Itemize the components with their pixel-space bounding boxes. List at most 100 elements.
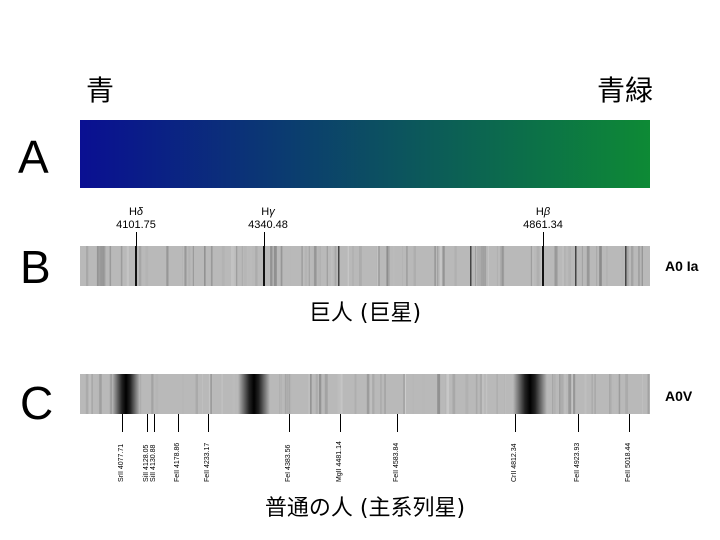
- faint-absorption-line: [482, 374, 484, 414]
- faint-absorption-line: [279, 374, 282, 414]
- faint-absorption-line: [91, 374, 93, 414]
- faint-absorption-line: [618, 374, 621, 414]
- line-id-tick: [397, 414, 398, 432]
- faint-absorption-line: [554, 246, 557, 286]
- faint-absorption-line: [568, 374, 571, 414]
- faint-absorption-line: [496, 374, 498, 414]
- faint-absorption-line: [359, 246, 362, 286]
- faint-absorption-line: [88, 374, 92, 414]
- h-beta-tick: [543, 232, 544, 246]
- line-id-label: SrII 4077.71: [118, 443, 125, 482]
- h-delta-tick: [136, 232, 137, 246]
- faint-absorption-line: [273, 246, 277, 286]
- faint-absorption-line: [289, 374, 292, 414]
- faint-absorption-line: [642, 374, 643, 414]
- faint-absorption-line: [573, 374, 576, 414]
- faint-absorption-line: [406, 246, 408, 286]
- faint-absorption-line: [481, 246, 484, 286]
- faint-absorption-line: [326, 246, 328, 286]
- faint-absorption-line: [486, 374, 488, 414]
- supergiant-caption: 巨人 (巨星): [308, 301, 422, 326]
- faint-absorption-line: [208, 374, 210, 414]
- faint-absorption-line: [439, 246, 442, 286]
- line-id-label: SiII 4128.05: [143, 444, 150, 482]
- faint-absorption-line: [477, 246, 480, 286]
- faint-absorption-line: [500, 246, 503, 286]
- faint-absorption-line: [594, 374, 597, 414]
- faint-absorption-line: [479, 246, 482, 286]
- faint-absorption-line: [319, 246, 321, 286]
- faint-absorption-line: [280, 246, 283, 286]
- faint-absorption-line: [560, 374, 564, 414]
- faint-absorption-line: [241, 246, 243, 286]
- supergiant-spectrum-lines: [86, 246, 643, 286]
- faint-absorption-line: [211, 374, 214, 414]
- line-id-label: FeII 4583.84: [393, 442, 400, 482]
- balmer-line: [135, 246, 137, 286]
- faint-absorption-line: [599, 246, 602, 286]
- faint-absorption-line: [393, 246, 395, 286]
- faint-absorption-line: [591, 374, 593, 414]
- faint-absorption-line: [204, 246, 206, 286]
- line-id-label: FeI 4383.56: [285, 444, 292, 482]
- absorption-line: [470, 246, 472, 286]
- faint-absorption-line: [437, 246, 439, 286]
- faint-absorption-line: [155, 374, 159, 414]
- h-beta-label: Hβ 4861.34: [523, 206, 563, 231]
- faint-absorption-line: [571, 374, 574, 414]
- faint-absorption-line: [437, 374, 441, 414]
- faint-absorption-line: [352, 246, 354, 286]
- faint-absorption-line: [552, 374, 554, 414]
- faint-absorption-line: [556, 246, 558, 286]
- faint-absorption-line: [378, 246, 380, 286]
- faint-absorption-line: [554, 374, 556, 414]
- faint-absorption-line: [111, 374, 113, 414]
- main-sequence-spectral-type: A0V: [665, 388, 693, 404]
- faint-absorption-line: [308, 374, 311, 414]
- h-gamma-tick: [264, 232, 265, 246]
- faint-absorption-line: [369, 374, 372, 414]
- faint-absorption-line: [324, 374, 328, 414]
- line-id-tick: [122, 414, 123, 432]
- faint-absorption-line: [270, 246, 273, 286]
- faint-absorption-line: [210, 246, 213, 286]
- faint-absorption-line: [614, 374, 617, 414]
- faint-absorption-line: [354, 374, 357, 414]
- faint-absorption-line: [412, 374, 414, 414]
- faint-absorption-line: [581, 246, 583, 286]
- faint-absorption-line: [202, 374, 203, 414]
- faint-absorption-line: [102, 246, 104, 286]
- faint-absorption-line: [101, 246, 103, 286]
- faint-absorption-line: [303, 246, 304, 286]
- faint-absorption-line: [366, 374, 370, 414]
- faint-absorption-line: [536, 246, 540, 286]
- faint-absorption-line: [101, 246, 102, 286]
- faint-absorption-line: [465, 374, 469, 414]
- faint-absorption-line: [98, 246, 101, 286]
- line-id-tick: [578, 414, 579, 432]
- faint-absorption-line: [596, 246, 598, 286]
- faint-absorption-line: [244, 246, 247, 286]
- faint-absorption-line: [234, 246, 236, 286]
- faint-absorption-line: [340, 374, 343, 414]
- faint-absorption-line: [315, 374, 318, 414]
- faint-absorption-line: [647, 374, 650, 414]
- faint-absorption-line: [121, 246, 123, 286]
- faint-absorption-line: [103, 246, 106, 286]
- faint-absorption-line: [290, 246, 292, 286]
- balmer-line: [263, 246, 265, 286]
- supergiant-spectral-type: A0 Ia: [665, 258, 699, 274]
- faint-absorption-line: [595, 374, 597, 414]
- line-id-label: FeII 5018.44: [625, 442, 632, 482]
- faint-absorption-line: [384, 374, 386, 414]
- faint-absorption-line: [337, 374, 340, 414]
- faint-absorption-line: [403, 374, 405, 414]
- faint-absorption-line: [182, 246, 185, 286]
- faint-absorption-line: [434, 246, 436, 286]
- faint-absorption-line: [102, 246, 106, 286]
- blue-label: 青: [86, 74, 115, 107]
- faint-absorption-line: [631, 246, 634, 286]
- faint-absorption-line: [445, 374, 447, 414]
- h-gamma-label: Hγ 4340.48: [248, 206, 288, 231]
- faint-absorption-line: [145, 246, 149, 286]
